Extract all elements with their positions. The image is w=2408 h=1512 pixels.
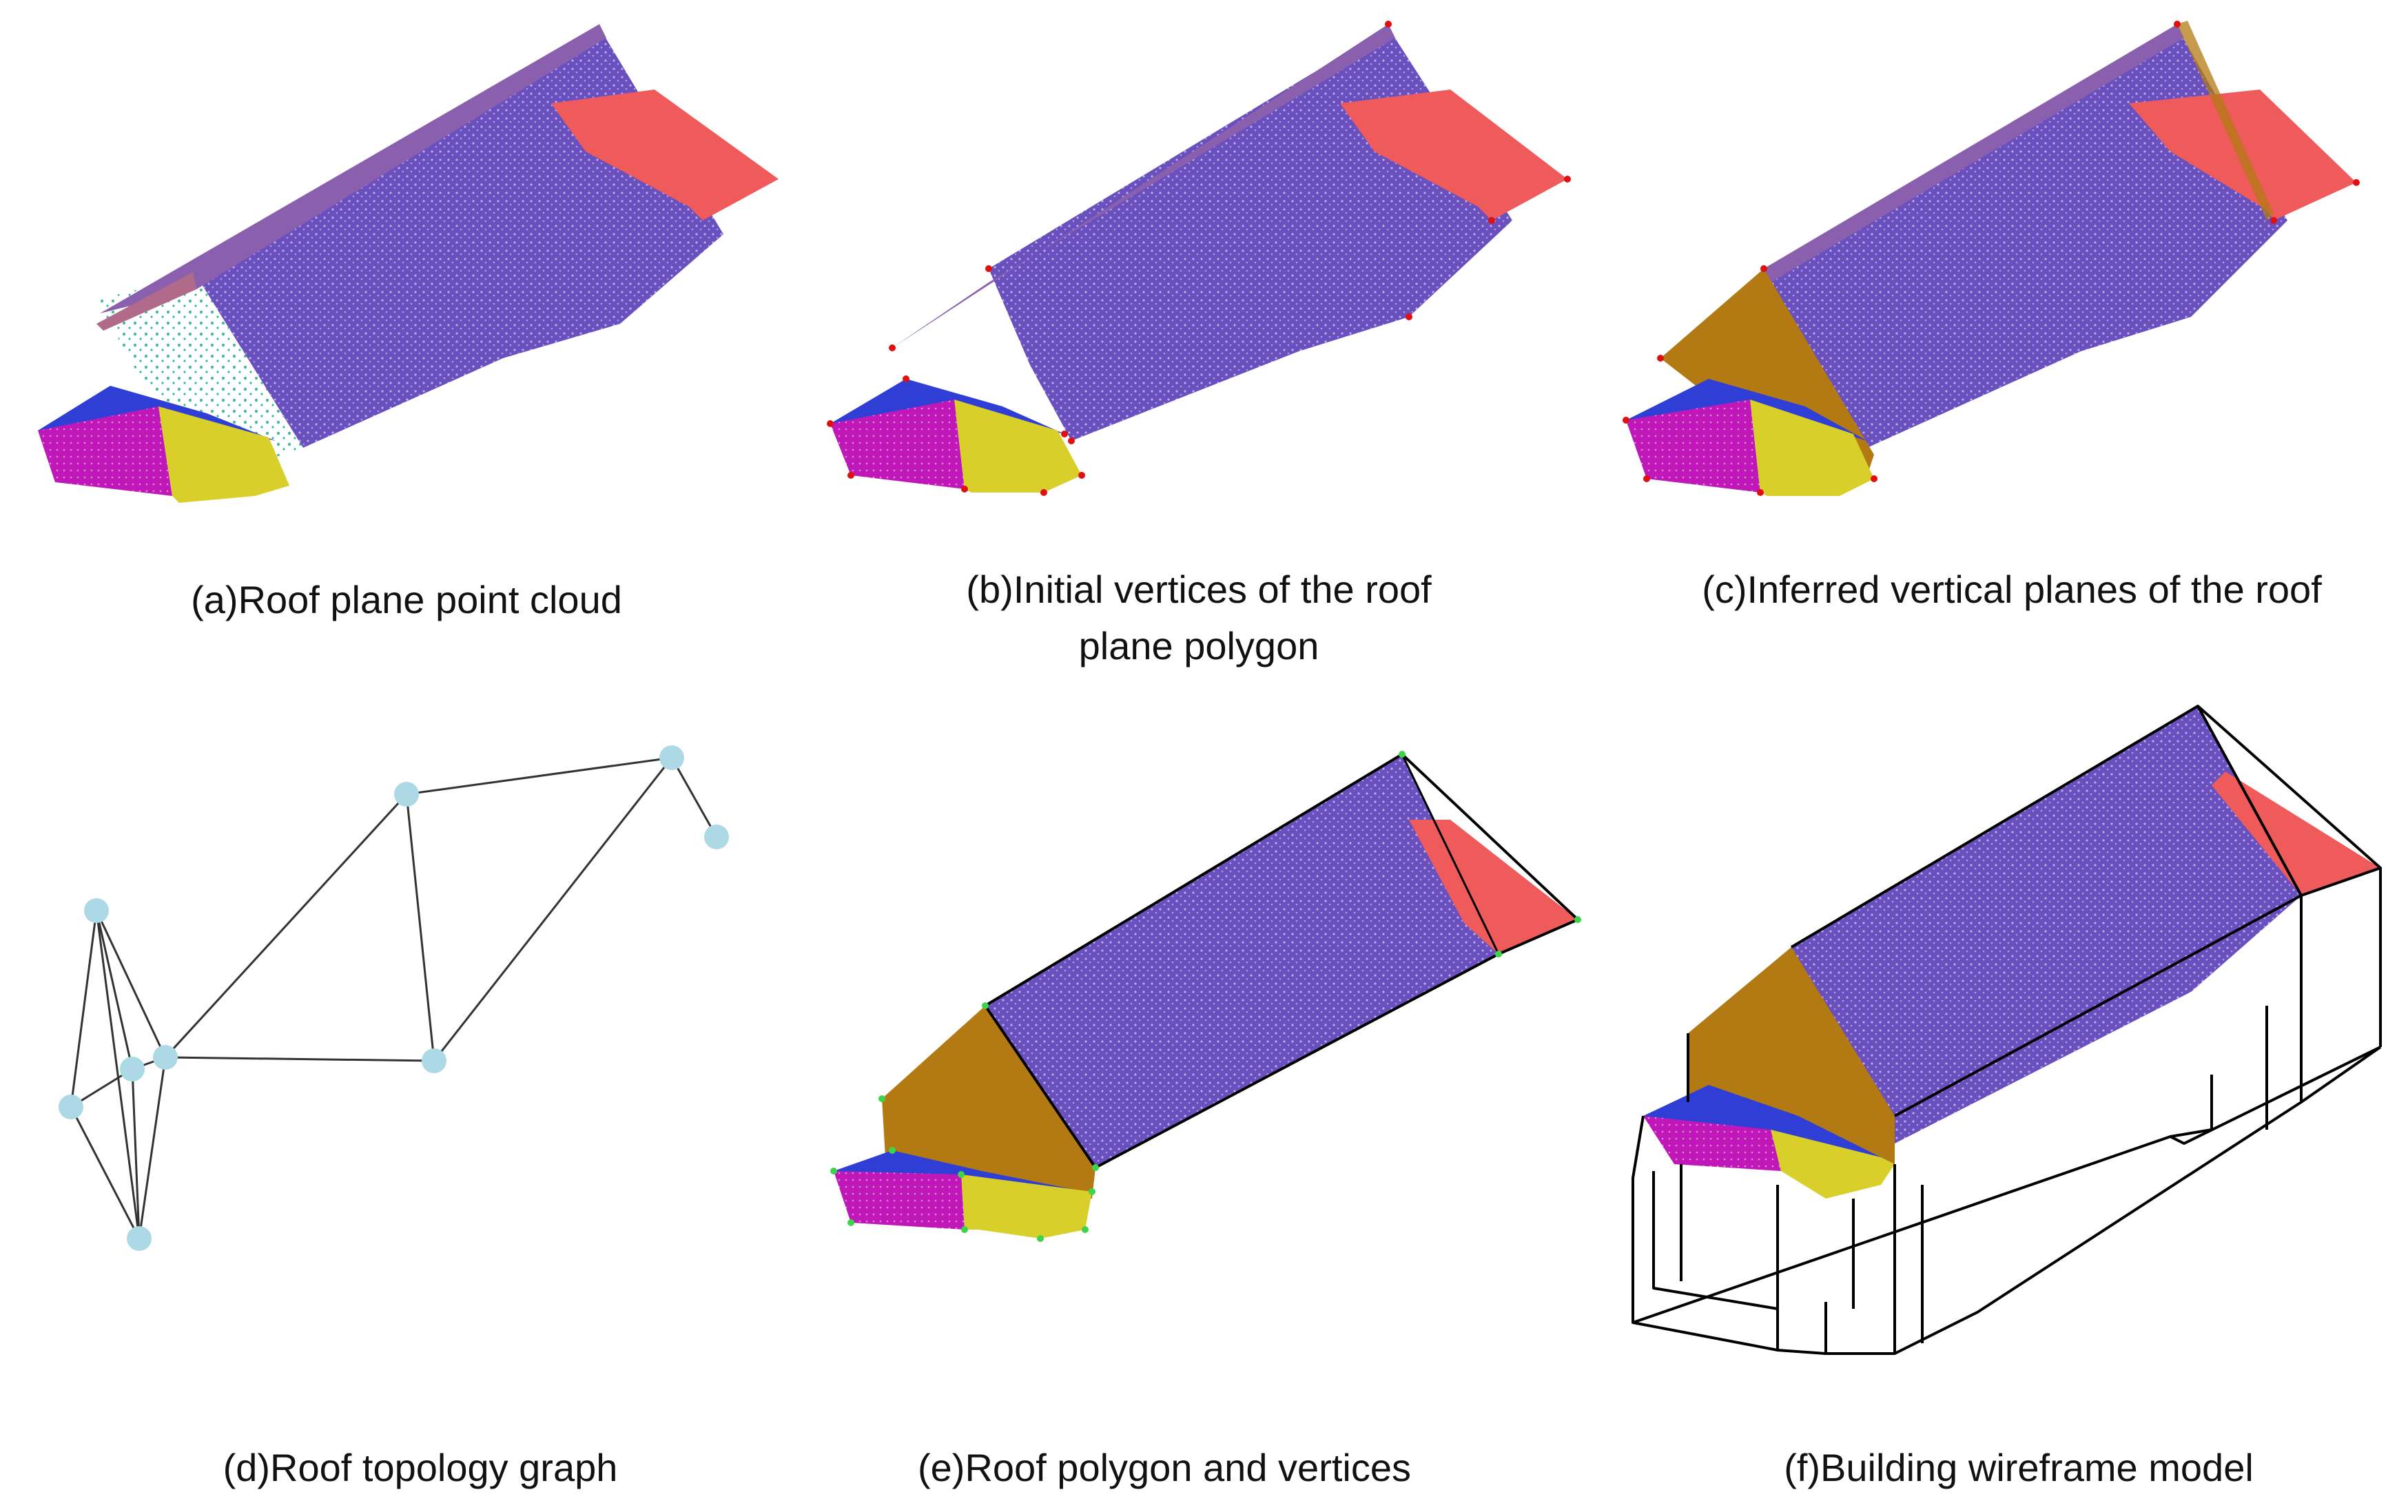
main-roof-plane xyxy=(1791,706,2301,1143)
end-roof-plane xyxy=(1409,820,1578,954)
panel-f xyxy=(1605,689,2408,1378)
caption-f: (f)Building wireframe model xyxy=(1784,1446,2254,1489)
panel-e-figure xyxy=(830,751,1581,1242)
wing-blue-plane xyxy=(1643,1085,1895,1164)
caption-c: (c)Inferred vertical planes of the roof xyxy=(1702,568,2322,611)
wing-blue-plane xyxy=(834,1150,1085,1192)
polygon-vertices xyxy=(830,751,1581,1242)
graph-node xyxy=(704,825,729,849)
graph-node xyxy=(422,1048,446,1073)
graph-nodes xyxy=(59,745,729,1251)
vertices xyxy=(1623,21,2360,496)
ridge-strip xyxy=(892,24,1395,348)
graph-edges xyxy=(70,756,718,1239)
end-roof-plane xyxy=(1340,90,1567,220)
panel-c-figure xyxy=(1623,21,2360,496)
panel-e xyxy=(803,716,1605,1302)
ridge-strip xyxy=(1764,24,2184,282)
panel-c xyxy=(1605,0,2408,524)
wing-yellow-plane xyxy=(1771,1130,1895,1199)
graph-node xyxy=(394,782,419,807)
end-roof-plane xyxy=(2212,771,2380,895)
main-roof-plane xyxy=(985,754,1499,1168)
caption-b-line1: (b)Initial vertices of the roof xyxy=(966,568,1432,611)
graph-node xyxy=(120,1057,145,1081)
panel-a xyxy=(0,0,803,524)
panel-b-figure xyxy=(827,21,1571,496)
graph-node xyxy=(153,1045,178,1070)
ridge-strip-end xyxy=(96,272,196,331)
wing-magenta-plane xyxy=(38,406,172,496)
caption-a: (a)Roof plane point cloud xyxy=(191,578,622,621)
wing-magenta-plane xyxy=(834,1171,965,1230)
initial-vertices xyxy=(827,21,1571,496)
wireframe-figure xyxy=(1632,705,2382,1355)
topology-graph xyxy=(59,745,729,1251)
wing-yellow-plane xyxy=(954,400,1082,493)
vertical-plane-end xyxy=(2177,21,2274,220)
roof-polygon-outline xyxy=(984,752,1581,1170)
wing-yellow-plane xyxy=(1750,400,1874,496)
caption-b-line2: plane polygon xyxy=(1078,624,1319,667)
caption-b: (b)Initial vertices of the roof plane po… xyxy=(854,561,1543,674)
wing-yellow-plane xyxy=(961,1174,1092,1239)
unassigned-points xyxy=(96,276,303,468)
caption-d: (d)Roof topology graph xyxy=(223,1446,618,1489)
wing-magenta-plane xyxy=(830,400,965,489)
graph-node xyxy=(659,745,684,770)
graph-node xyxy=(59,1095,83,1119)
wing-magenta-plane xyxy=(1643,1116,1781,1171)
wireframe-lines xyxy=(1632,705,2382,1355)
wing-yellow-plane xyxy=(158,406,289,503)
graph-node xyxy=(127,1226,152,1251)
end-roof-plane xyxy=(551,90,779,220)
graph-node xyxy=(84,898,109,923)
ridge-strip xyxy=(100,24,606,313)
panel-b xyxy=(803,0,1605,524)
caption-e: (e)Roof polygon and vertices xyxy=(918,1446,1411,1489)
vertical-plane-gable xyxy=(882,1006,1095,1199)
wing-magenta-plane xyxy=(1626,400,1760,493)
panel-d xyxy=(0,716,803,1302)
panel-a-figure xyxy=(38,24,779,503)
